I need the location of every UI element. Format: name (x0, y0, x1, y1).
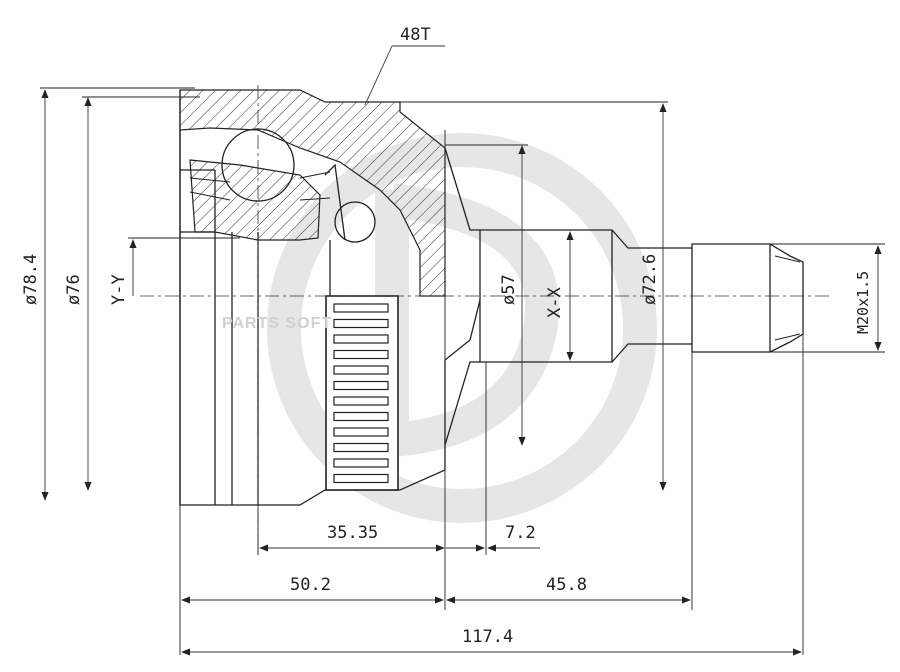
outer-diameter-label: ø78.4 (21, 254, 41, 305)
inner-diameter-label: ø76 (64, 274, 84, 305)
inner-race (189, 128, 376, 296)
abs-ring-teeth (333, 303, 389, 484)
abs-tooth (333, 427, 389, 437)
abs-tooth (333, 318, 389, 329)
length-45-label: 45.8 (546, 575, 587, 595)
thread-spec-label: M20x1.5 (854, 271, 872, 334)
abs-tooth (333, 473, 389, 484)
abs-diameter-label: ø72.6 (640, 254, 660, 305)
abs-tooth (333, 334, 389, 344)
length-50-label: 50.2 (290, 575, 331, 595)
length-35-label: 35.35 (327, 523, 378, 543)
axis-x-label: X-X (545, 287, 565, 318)
stub-shaft (444, 147, 804, 446)
abs-ring (325, 295, 399, 491)
abs-tooth (333, 365, 389, 375)
abs-tooth (333, 458, 389, 468)
extension-lines (40, 87, 885, 655)
abs-tooth (333, 380, 389, 391)
axis-y-label: Y-Y (109, 274, 129, 305)
abs-tooth (333, 349, 389, 360)
teeth-count-label: 48T (400, 25, 431, 45)
shaft-diameter-label: ø57 (499, 274, 519, 305)
abs-tooth (333, 303, 389, 313)
dimension-lines (41, 45, 882, 656)
watermark-text: PARTS SOFT (222, 315, 332, 332)
total-length-label: 117.4 (462, 627, 513, 647)
abs-tooth (333, 411, 389, 422)
abs-tooth (333, 442, 389, 453)
length-7-label: 7.2 (505, 523, 536, 543)
abs-tooth (333, 396, 389, 406)
